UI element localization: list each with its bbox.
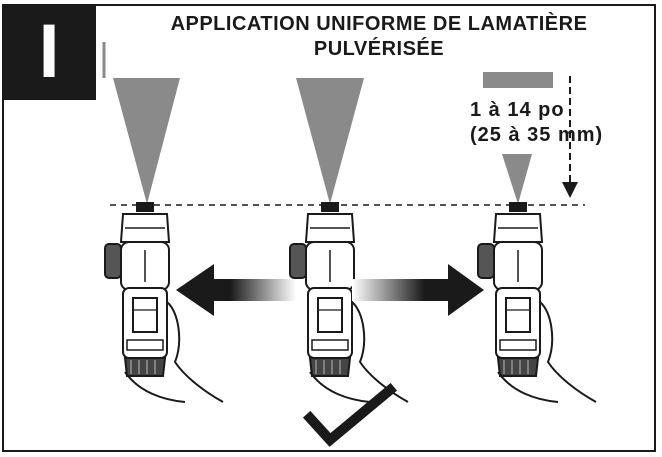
- distance-line-1: 1 à 14 po: [470, 99, 565, 121]
- distance-label: 1 à 14 po (25 à 35 mm): [470, 98, 603, 148]
- checkmark-icon: [302, 382, 398, 447]
- spray-cone-center: [296, 78, 364, 204]
- section-badge: I: [2, 4, 96, 100]
- spray-gun-icon: [289, 201, 409, 403]
- diagram-frame: [2, 4, 656, 452]
- spray-cone-left: [113, 78, 180, 204]
- distance-arrow: [562, 182, 578, 198]
- arrow-right-icon: [352, 264, 484, 316]
- diagram-title: APPLICATION UNIFORME DE LAMATIÈRE PULVÉR…: [96, 12, 662, 62]
- spray-gun-icon: [477, 201, 597, 403]
- spray-cone-right-top: [483, 72, 553, 88]
- distance-line-2: (25 à 35 mm): [470, 124, 604, 146]
- arrow-left-icon: [176, 264, 296, 316]
- spray-cone-right-tip: [502, 154, 532, 204]
- title-line-1: APPLICATION UNIFORME DE LAMATIÈRE: [170, 13, 588, 35]
- title-line-2: PULVÉRISÉE: [313, 38, 445, 60]
- section-label: I: [38, 9, 60, 94]
